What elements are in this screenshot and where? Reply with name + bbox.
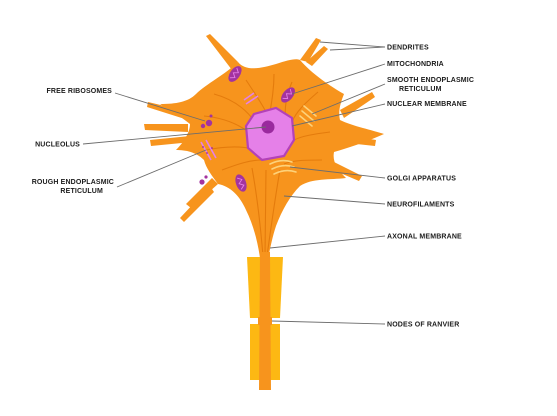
smooth-er-tubule: [299, 115, 313, 127]
leader-lines: [82, 41, 386, 325]
ribosome-cluster: [204, 175, 208, 179]
neurofilament-strand: [221, 159, 263, 171]
axon: [247, 252, 283, 390]
label-smooth-er-line2: RETICULUM: [399, 86, 442, 93]
mitochondrion: [281, 87, 295, 103]
leader-dendrites-2: [329, 46, 386, 51]
rough-er-tubule: [245, 95, 259, 105]
leader-axonal-membrane: [269, 235, 386, 249]
nucleus: [244, 106, 296, 162]
leader-rough-er: [116, 149, 207, 188]
rough-endoplasmic-reticulum: [200, 92, 259, 161]
smooth-er-tubule: [301, 110, 315, 122]
dendrite-left-c: [150, 136, 192, 146]
label-nucleolus: NUCLEOLUS: [35, 142, 80, 149]
neurofilament-strand: [251, 167, 264, 257]
dendrite-right-a: [340, 92, 375, 118]
rough-er-tubule: [200, 141, 212, 161]
rough-er-tubule: [243, 92, 255, 101]
leader-free-ribosomes: [114, 92, 206, 122]
neurofilament-strand: [245, 79, 267, 113]
label-rough-er-line1: ROUGH ENDOPLASMIC: [32, 179, 114, 186]
neurofilament-strand: [293, 131, 331, 141]
leader-dendrites: [319, 41, 386, 48]
golgi-cisterna: [273, 169, 297, 175]
leader-nuclear-membrane: [291, 103, 386, 127]
label-mitochondria: MITOCHONDRIA: [387, 61, 444, 68]
dendrite-top-left: [206, 34, 238, 70]
ribosome-cluster: [199, 179, 205, 185]
nucleolus: [261, 120, 275, 134]
dendrite-left-b: [144, 124, 188, 132]
rough-er-tubule: [205, 139, 217, 159]
rough-er-ribosome: [202, 146, 204, 148]
mitochondrion: [228, 66, 242, 82]
label-smooth-er-line1: SMOOTH ENDOPLASMIC: [387, 77, 474, 84]
neurofilament-strand: [283, 159, 323, 165]
dendrite-bottom-left-b: [180, 186, 214, 222]
label-free-ribosomes: FREE RIBOSOMES: [47, 88, 113, 95]
leader-golgi: [289, 166, 386, 179]
label-neurofilaments: NEUROFILAMENTS: [387, 202, 455, 209]
leader-mitochondria: [291, 63, 386, 95]
node-of-ranvier: [258, 317, 272, 325]
leader-smooth-er: [311, 83, 386, 115]
golgi-cisterna: [269, 159, 293, 165]
neurofilament-strand: [264, 169, 267, 257]
mitochondria: [228, 66, 295, 192]
dendrites: [144, 34, 376, 222]
smooth-endoplasmic-reticulum: [299, 105, 317, 127]
label-axonal-membrane: AXONAL MEMBRANE: [387, 234, 462, 241]
golgi-apparatus: [269, 159, 297, 175]
dendrite-top-right-a: [300, 38, 321, 62]
rough-er-ribosome: [206, 152, 208, 154]
neurofilament-strand: [266, 169, 281, 257]
label-nodes-of-ranvier: NODES OF RANVIER: [387, 322, 459, 329]
leader-neurofilaments: [283, 195, 386, 205]
label-golgi-apparatus: GOLGI APPARATUS: [387, 176, 456, 183]
dendrite-bottom-left-a: [186, 178, 218, 208]
label-rough-er-line2: RETICULUM: [60, 188, 103, 195]
dendrite-top-right-b: [306, 46, 328, 66]
label-nuclear-membrane: NUCLEAR MEMBRANE: [387, 101, 467, 108]
labels: DENDRITES MITOCHONDRIA SMOOTH ENDOPLASMI…: [32, 45, 474, 329]
rough-er-ribosome: [211, 147, 213, 149]
golgi-cisterna: [271, 164, 295, 170]
leader-nucleolus: [82, 126, 267, 145]
ribosome-cluster: [209, 114, 213, 118]
ribosome-cluster: [200, 123, 206, 129]
leader-nodes-of-ranvier: [271, 320, 386, 325]
free-ribosomes: [199, 114, 213, 185]
ribosome-cluster: [205, 119, 213, 127]
label-dendrites: DENDRITES: [387, 45, 429, 52]
smooth-er-tubule: [303, 105, 317, 117]
mitochondrion: [235, 174, 247, 192]
